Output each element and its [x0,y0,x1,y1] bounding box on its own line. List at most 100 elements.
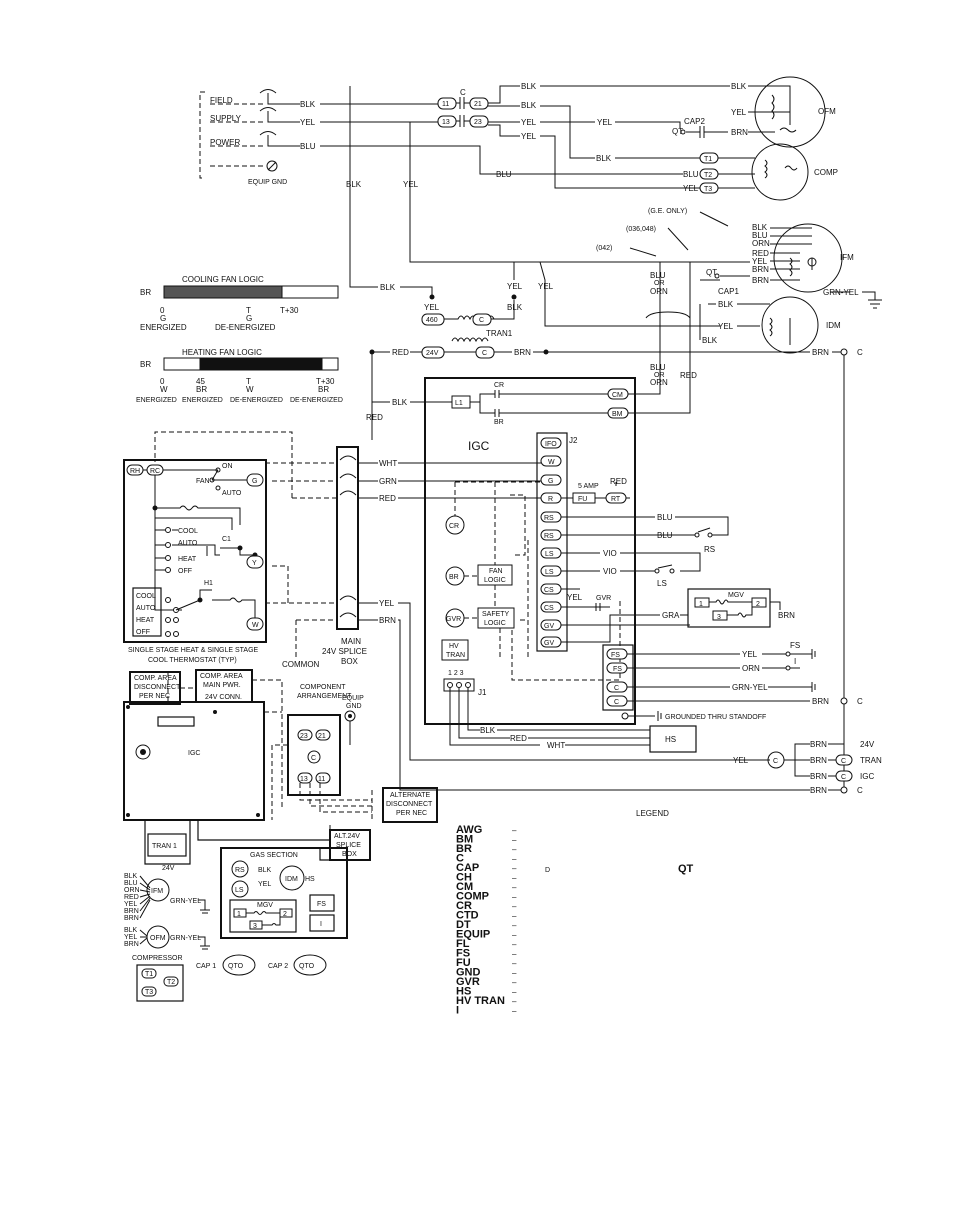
wire-label: YEL [300,118,316,127]
comp-area-disconnect-label: COMP. AREA [134,675,177,682]
wire-label: BLU [650,271,666,280]
tick-label: ENERGIZED [140,323,187,332]
wire-label: ORN [650,287,668,296]
rs-terminal: RS [544,515,554,522]
contactor-label: C [460,88,466,97]
wire-label: BLK [480,726,496,735]
tick-label: W [246,385,254,394]
alt-splice-box-label: SPLICE [336,842,361,849]
component-arrangement: COMP. AREA DISCONNECT PER NEC COMP. AREA… [123,669,438,1002]
rs-icon: RS [235,867,245,874]
wire-label: ORN [752,239,770,248]
wire-label: ORN [124,887,140,894]
common-label: COMMON [282,660,320,669]
igc-label: IGC [860,772,874,781]
wire-label: BLK [596,154,612,163]
wire-label: WHT [547,741,565,750]
transformer: BLK YEL BLK YEL 460 C YEL BLK YEL TRAN1 … [346,86,863,790]
wire-label: YEL [124,901,137,908]
bm-terminal: BM [612,411,623,418]
legend-item: GND [456,967,481,979]
br-contact: BR [494,419,504,426]
gvr-relay-icon: GVR [446,616,461,623]
wire-label: RED [124,894,139,901]
supply-label: SUPPLY [210,114,242,123]
alt-splice-box-label: BOX [342,851,357,858]
cool-label: COOL [136,593,156,600]
comp-area-disconnect-label: DISCONNECT [134,684,181,691]
five-amp-label: 5 AMP [578,483,599,490]
wire-label: BLK [392,398,408,407]
alternate-disconnect-label: DISCONNECT [386,801,433,808]
gvr-label: GVR [596,595,611,602]
igc-title: IGC [468,439,490,453]
thermostat-caption: COOL THERMOSTAT (TYP) [148,657,237,664]
t3-terminal: T3 [145,989,153,996]
heating-fan-logic-title: HEATING FAN LOGIC [182,348,262,357]
terminal-21: 21 [318,733,326,740]
br-label: BR [140,288,151,297]
field-label: FIELD [210,96,233,105]
tick-label: 0 [160,377,165,386]
wire-label: RED [392,348,409,357]
wire-label: GRN-YEL [823,288,859,297]
mgv-label: MGV [257,902,273,909]
wire-label: WHT [379,459,397,468]
ofm-icon: OFM [150,935,166,942]
wire-label: YEL [521,132,537,141]
ge-only-label: (G.E. ONLY) [648,208,687,215]
tap-c: C [479,317,484,324]
w-terminal: W [252,622,259,629]
legend-dash: – [512,912,517,921]
wire-label: BRN [731,128,748,137]
c-terminal: C [841,758,846,765]
safety-logic-label: LOGIC [484,620,506,627]
on-label: ON [222,463,233,470]
legend-dash: – [512,826,517,835]
wire-label: YEL [124,934,137,941]
wire-label: BRN [812,697,829,706]
tick-label: 45 [196,377,205,386]
wire-label: YEL [567,593,583,602]
grounded-label: GROUNDED THRU STANDOFF [665,714,766,721]
cr-contact: CR [494,382,504,389]
legend-item: CR [456,900,472,912]
legend-dash: – [512,855,517,864]
wire-label: BLK [124,873,138,880]
legend-item: I [456,1005,459,1017]
legend-item: BM [456,834,473,846]
wire-label: BLU [657,531,673,540]
wire-label: VIO [603,549,617,558]
wire-label: RED [610,477,627,486]
heating-fan-logic: HEATING FAN LOGIC BR 0 W ENERGIZED 45 BR… [136,348,343,404]
c-terminal: C [614,699,619,706]
wire-label: BLK [507,303,523,312]
legend-item: DT [456,919,471,931]
terminal-11: 11 [442,101,449,108]
legend-dash: – [512,893,517,902]
wire-label: RED [752,249,769,258]
cool-label: COOL [178,528,198,535]
wire-label: BLK [258,867,272,874]
t1-terminal: T1 [704,156,712,163]
ls-label: LS [657,579,667,588]
ls-terminal: LS [545,569,554,576]
qto-icon: QTO [299,963,315,970]
wire-label: BRN [379,616,396,625]
qt-label: QT [706,268,717,277]
safety-logic-label: SAFETY [482,611,510,618]
wire-label: BRN [124,915,139,922]
wire-label: OR [654,280,665,287]
wire-label: BRN [778,611,795,620]
legend-item: C [456,853,464,865]
equip-gnd-label: GND [346,703,362,710]
tick-label: G [160,314,166,323]
cap2-label: CAP 2 [268,963,288,970]
fs-label: FS [790,641,800,650]
off-label: OFF [178,568,192,575]
wire-label: YEL [597,118,613,127]
wire-label: BLU [300,142,316,151]
cap1-label: CAP1 [718,287,739,296]
alternate-disconnect-label: ALTERNATE [390,792,431,799]
wire-label: YEL [731,108,747,117]
